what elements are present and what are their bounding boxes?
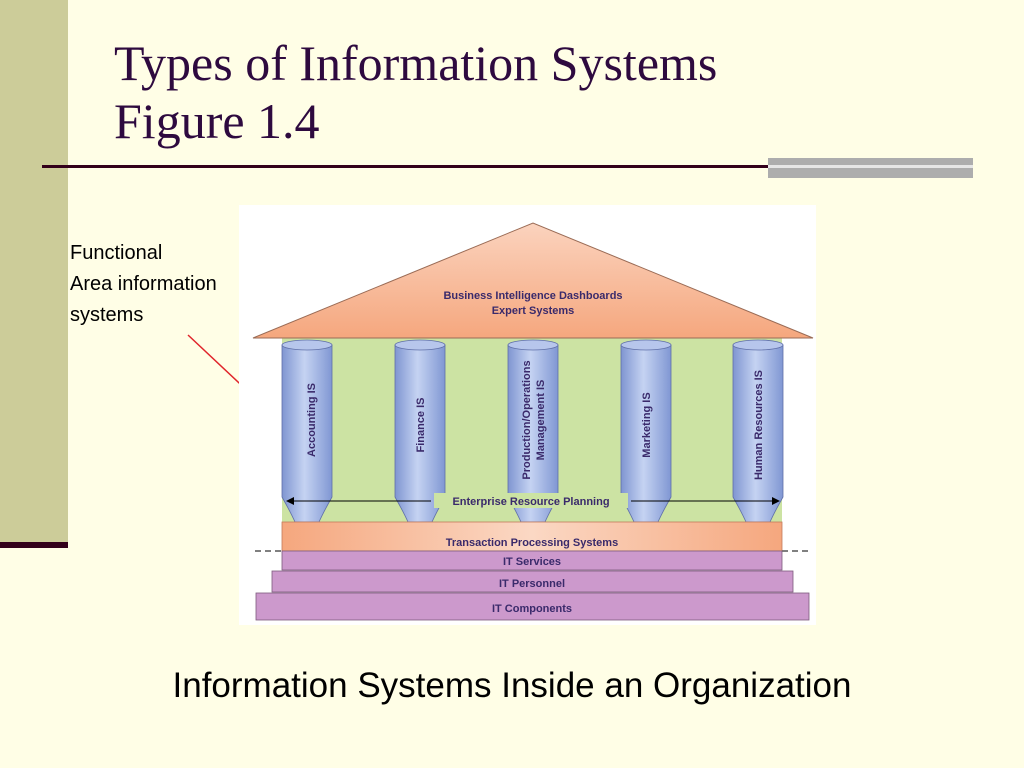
title-accent-bar	[768, 158, 973, 178]
step-it-personnel	[271, 570, 794, 593]
tps-label: Transaction Processing Systems	[446, 537, 618, 549]
pillar-accounting-label: Accounting IS	[306, 383, 318, 457]
information-systems-temple-diagram: Business Intelligence Dashboards Expert …	[239, 205, 816, 625]
step-it-components-label: IT Components	[492, 603, 572, 615]
step-it-components	[255, 592, 810, 621]
slide-title-line1: Types of Information Systems	[114, 35, 718, 91]
pillar-human-resources-label: Human Resources IS	[753, 370, 765, 480]
erp-label-backdrop	[434, 493, 628, 508]
step-it-personnel-label: IT Personnel	[499, 578, 565, 590]
side-accent-bar-foot	[0, 542, 68, 548]
callout-line3: systems	[70, 304, 144, 326]
slide-title-line2: Figure 1.4	[114, 93, 320, 149]
pillar-finance: Finance IS	[394, 339, 446, 523]
slide-title: Types of Information Systems Figure 1.4	[114, 34, 974, 150]
erp-label: Enterprise Resource Planning	[452, 496, 609, 508]
temple-diagram-svg: Business Intelligence Dashboards Expert …	[239, 205, 816, 625]
roof-label-line2: Expert Systems	[492, 305, 575, 317]
pillar-production-operations: Production/Operations Management IS	[507, 339, 559, 523]
callout-line1: Functional	[70, 242, 163, 264]
roof	[252, 222, 814, 339]
pillar-production-label-line1: Production/Operations	[521, 360, 533, 479]
callout-line2: Area information	[70, 273, 217, 295]
roof-label-line1: Business Intelligence Dashboards	[443, 290, 622, 302]
step-it-services	[281, 550, 783, 571]
pillar-production-label-line2: Management IS	[535, 380, 547, 461]
pillar-marketing: Marketing IS	[620, 339, 672, 523]
pillar-marketing-label: Marketing IS	[641, 392, 653, 457]
pillar-human-resources: Human Resources IS	[732, 339, 784, 523]
step-it-services-label: IT Services	[503, 556, 561, 568]
pillar-finance-label: Finance IS	[415, 397, 427, 452]
slide-caption: Information Systems Inside an Organizati…	[172, 666, 852, 705]
side-accent-bar	[0, 0, 68, 544]
pillar-accounting: Accounting IS	[281, 339, 333, 523]
tps-band	[281, 521, 783, 552]
title-rule	[42, 165, 772, 168]
callout-label: Functional Area information systems	[70, 238, 270, 331]
